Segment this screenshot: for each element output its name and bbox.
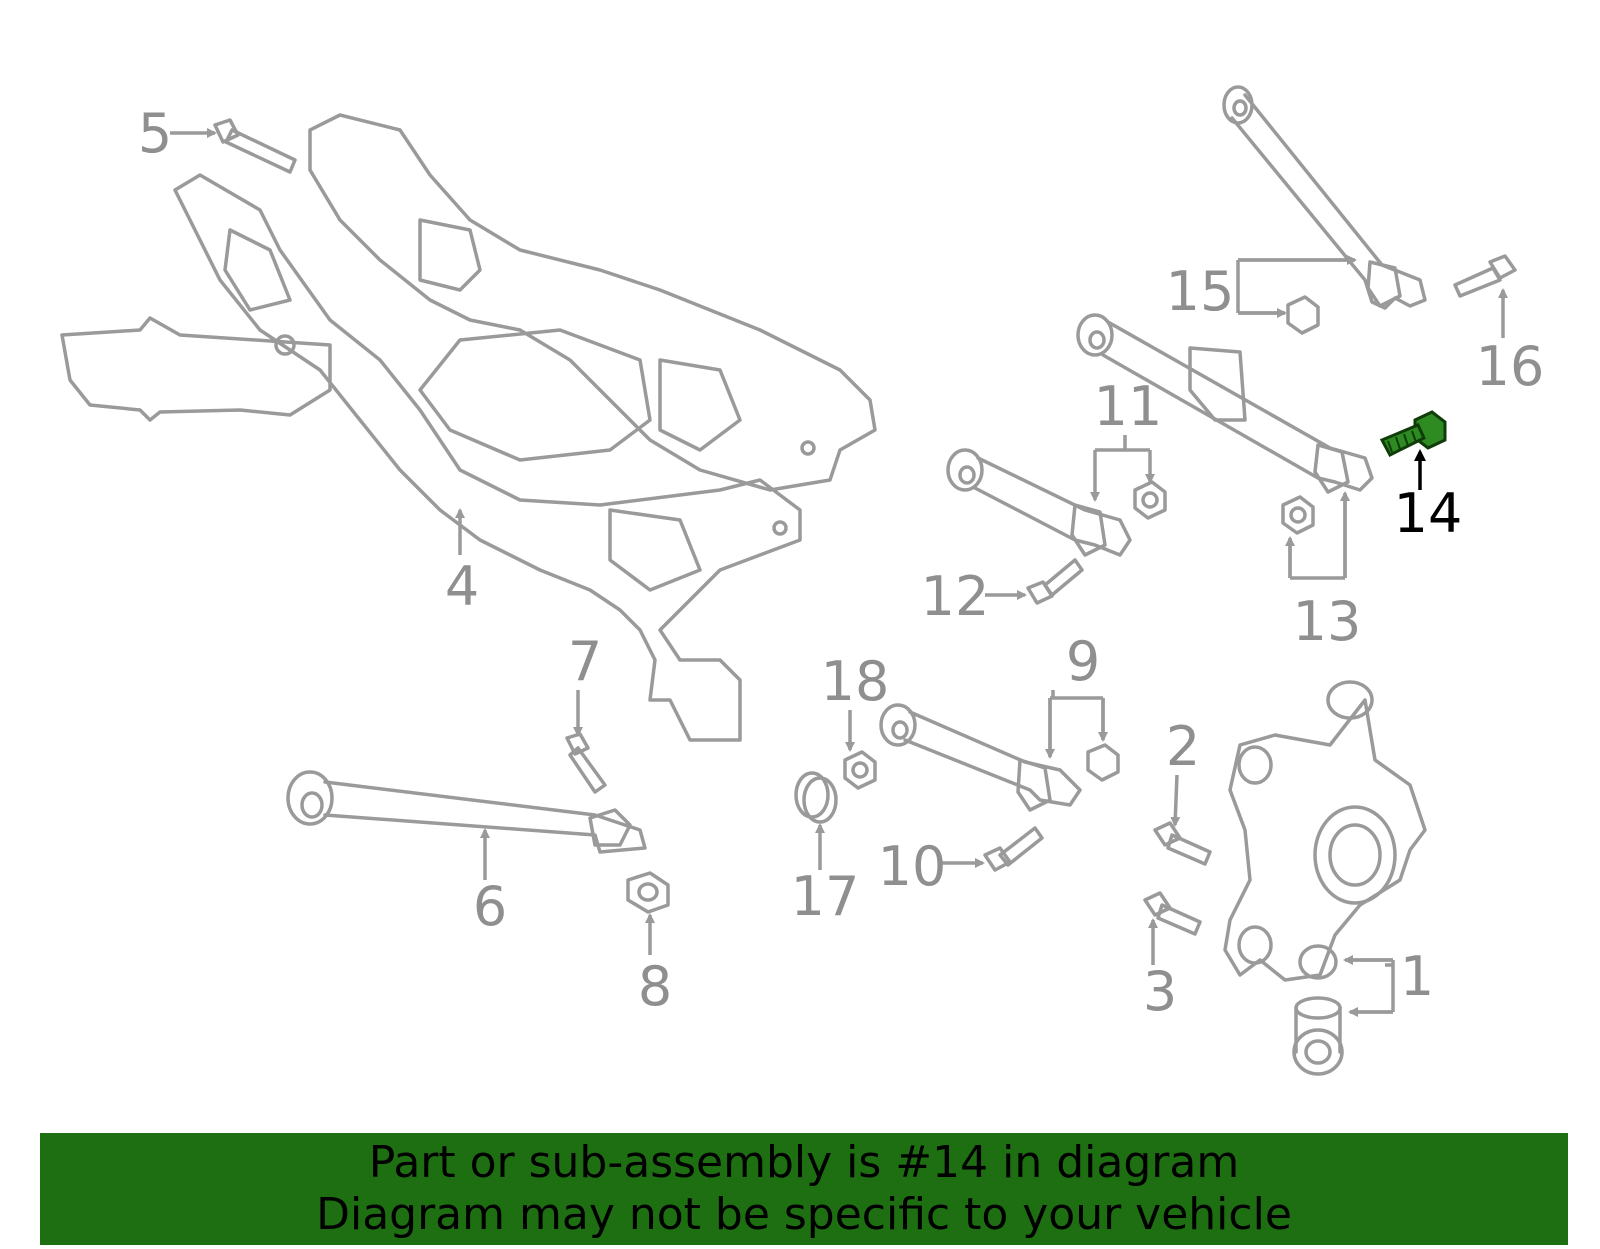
knuckle-part xyxy=(1223,680,1427,982)
callout-18: 18 xyxy=(821,650,890,713)
bolt-part-10 xyxy=(983,826,1044,872)
leader-lines xyxy=(170,128,1508,1017)
callout-3: 3 xyxy=(1143,960,1177,1023)
callout-9: 9 xyxy=(1066,630,1100,693)
callout-14: 14 xyxy=(1394,482,1463,545)
lower-arm-part xyxy=(286,770,647,854)
nut-part-8 xyxy=(626,871,670,914)
callout-6: 6 xyxy=(473,875,507,938)
arm-part-9 xyxy=(879,703,1082,812)
callout-11: 11 xyxy=(1094,375,1163,438)
arm-part-13 xyxy=(1076,313,1374,494)
callout-8: 8 xyxy=(638,955,672,1018)
nut-part-11 xyxy=(1133,480,1167,520)
bolt-part-14-highlighted xyxy=(1379,410,1447,457)
nut-part-18 xyxy=(843,750,877,790)
callout-10: 10 xyxy=(878,835,947,898)
arm-part-15 xyxy=(1222,85,1427,310)
nut-part-15 xyxy=(1286,295,1320,335)
bolt-part-7 xyxy=(565,732,607,794)
callout-2: 2 xyxy=(1166,715,1200,778)
nut-part-13 xyxy=(1281,495,1315,535)
callout-16: 16 xyxy=(1476,335,1545,398)
bushing-part xyxy=(1292,996,1344,1076)
subframe-part xyxy=(60,113,877,742)
callout-4: 4 xyxy=(445,555,479,618)
callout-5: 5 xyxy=(138,102,172,165)
washer-part-17 xyxy=(794,771,838,824)
callout-17: 17 xyxy=(791,865,860,928)
bolt-part-16 xyxy=(1453,254,1517,298)
nut-part-9 xyxy=(1086,743,1120,782)
bolt-part-3 xyxy=(1143,891,1202,936)
callout-7: 7 xyxy=(568,630,602,693)
bolt-part-2 xyxy=(1153,821,1212,866)
arm-part-11 xyxy=(946,448,1132,557)
callout-13: 13 xyxy=(1293,590,1362,653)
bolt-part-12 xyxy=(1026,558,1084,605)
info-banner: Part or sub-assembly is #14 in diagram D… xyxy=(40,1133,1568,1245)
callout-15: 15 xyxy=(1166,260,1235,323)
banner-line-1: Part or sub-assembly is #14 in diagram xyxy=(368,1137,1240,1188)
callout-12: 12 xyxy=(921,565,990,628)
callout-1: 1 xyxy=(1400,945,1434,1008)
bolt-part-5 xyxy=(213,118,297,174)
banner-line-2: Diagram may not be specific to your vehi… xyxy=(316,1189,1292,1240)
